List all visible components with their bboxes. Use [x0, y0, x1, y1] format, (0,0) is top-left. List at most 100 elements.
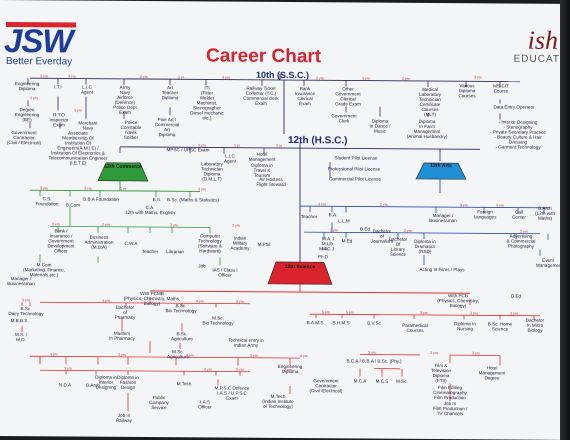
career-node-l01: Engineering Diploma	[14, 81, 40, 92]
career-node-l42: L.L.M	[338, 218, 350, 224]
duration-mark: 3 yrs	[22, 298, 30, 303]
career-node-l75: B.Sc. Bio Technology	[165, 303, 197, 314]
connector-line	[30, 189, 200, 192]
career-node-l03: L.I.C Agent	[80, 84, 93, 95]
career-node-l25: MPSC / UPSC Exam	[166, 147, 210, 153]
duration-mark: 3 yrs	[198, 143, 206, 148]
career-node-l65: Manager / Businessman	[7, 276, 35, 287]
career-node-l14: Degree Engineering (BE)	[14, 107, 40, 123]
duration-mark: 3 yrs	[510, 311, 518, 316]
career-node-l08: Bank Insurance Clerical Exam	[294, 86, 316, 107]
career-node-l94: M.Sc.	[396, 378, 408, 384]
career-node-l22: - Interior Designing - Stenography - Pri…	[490, 119, 546, 150]
career-node-l29: Diploma in Travel & Tourism	[251, 162, 273, 178]
career-node-l58: M.Ed	[341, 238, 353, 244]
career-node-l72: D.Ed	[510, 293, 522, 299]
duration-mark: 2 yrs	[284, 367, 292, 373]
duration-mark: 3 yrs	[64, 366, 72, 371]
career-node-l35: B.Com	[65, 202, 81, 208]
duration-mark: 1 yr	[234, 143, 240, 148]
career-node-l64: M.Com (Marketing, Finance, Materials etc…	[23, 262, 65, 278]
duration-mark: 2 yrs	[236, 367, 244, 372]
duration-mark: 3 yrs	[40, 74, 48, 79]
career-node-l92: M.C.A	[353, 378, 367, 384]
career-node-l89: Technical entry in Indian Army	[228, 337, 264, 348]
career-node-l109: Job in Railway	[115, 412, 133, 423]
career-node-l20: Diploma In Dance / Music	[369, 118, 391, 134]
arts-stream-label: 12th Arts	[430, 163, 452, 170]
duration-mark: 3 yrs	[232, 223, 240, 228]
duration-mark: 1 yr	[178, 75, 184, 80]
duration-mark: 5 yrs	[346, 310, 354, 315]
career-node-l97: N.D.A	[58, 382, 72, 388]
career-node-l101: M.Tech	[176, 381, 192, 387]
career-node-l71: With PCB (Physics, Chemistry, Biology)	[437, 293, 479, 309]
duration-mark: 1 yr	[120, 186, 126, 191]
career-node-l12: MS-CIT Course	[493, 83, 509, 94]
connector-line	[40, 301, 250, 305]
career-node-l95: Film & Television Diploma (FTII)	[430, 363, 452, 384]
career-node-l80: B.V.Sc	[367, 320, 381, 326]
career-node-l81: Paramedical Courses	[402, 322, 428, 333]
connector-line	[150, 290, 470, 294]
career-node-l102: I.A.S Officer	[198, 399, 212, 410]
duration-mark: 4 yrs	[186, 353, 194, 358]
career-node-l100: Diploma in Fashion Design	[117, 374, 139, 390]
duration-mark: 3 yrs	[84, 186, 92, 191]
connector-line	[50, 225, 210, 228]
career-node-l93: M.C.S	[375, 378, 389, 384]
career-node-l21: Diploma In Farm Management (Animal Husba…	[406, 118, 448, 140]
science-stream-label: 12th Science	[284, 263, 316, 271]
duration-mark: 1 yr	[276, 143, 282, 148]
career-node-l38: B.Sc. (Maths & Statistics)	[167, 197, 219, 203]
career-node-l02: I.T.I	[54, 84, 62, 90]
duration-mark: 2 yrs	[520, 229, 528, 234]
duration-mark: 2 yrs	[140, 74, 148, 80]
duration-mark: 3 yrs	[40, 186, 48, 191]
career-node-l37: B.S.	[152, 197, 162, 203]
career-node-l50: Business Administration (M.B.A)	[84, 234, 114, 250]
duration-mark: 3 yrs	[236, 299, 244, 304]
career-node-l30: Air Hostess Flight Steward	[256, 176, 286, 187]
career-node-l18: Fine Art / Commercial Art Diploma	[154, 117, 180, 138]
career-node-l24: Associate Membership Of Institution Of E…	[48, 130, 108, 166]
connector-line	[300, 205, 550, 209]
career-node-l74: Bachelor of Pharmacy	[114, 304, 136, 320]
career-node-l07: Railway Ticket Collector (T.C.) Commerci…	[243, 85, 279, 106]
career-node-l17: Police Constable Navik Soldier	[120, 119, 142, 140]
career-node-l49: Bank / Insurance / Government Developmen…	[47, 228, 75, 254]
career-node-l52: Teacher	[141, 248, 159, 255]
career-node-l78: B.A.M.S	[306, 320, 324, 326]
duration-mark: 3 yrs	[50, 352, 58, 357]
duration-mark: 2 yrs	[402, 76, 410, 81]
career-node-l86: M.S. / M.D.	[15, 332, 27, 343]
duration-mark: 3 yrs	[472, 351, 480, 356]
career-node-l11: Various Diploma Courses	[458, 83, 476, 99]
career-node-l63: Event Management	[536, 257, 562, 268]
career-node-l96: Hotel Management Degree	[478, 365, 506, 381]
career-node-l104: Government Contractor (Civil /Electrical…	[309, 378, 343, 394]
career-node-l15: R.T.O Inspector Exam	[49, 112, 69, 128]
duration-mark: 2 yrs	[52, 222, 60, 227]
duration-mark: 3 yrs	[118, 352, 126, 357]
career-node-l31: Student Pilot License	[334, 155, 378, 161]
career-node-l48: B.Arch (12th with Maths)	[535, 205, 555, 221]
career-node-l47: Call Center	[512, 209, 526, 220]
career-node-l19: Government Clerk	[331, 113, 357, 124]
career-node-l55: Indian Military Academy	[230, 235, 250, 251]
duration-mark: 3 yrs	[420, 310, 428, 315]
duration-mark: 3 yrs	[74, 108, 82, 113]
duration-mark: 4 yrs	[102, 298, 110, 303]
duration-mark: 3 yrs	[68, 74, 76, 79]
duration-mark: 3 yrs	[222, 75, 230, 80]
career-node-l103: Public Company Service	[149, 395, 169, 411]
career-node-l68: M.A.	[319, 246, 329, 252]
monitor-bezel	[560, 0, 570, 440]
career-node-l77: M.Sc. Bio Technology	[202, 315, 234, 326]
career-node-l09: Other Government Clerical Grade Exam	[335, 86, 361, 107]
career-node-l73: B.Sc. Dairy Technology	[8, 306, 44, 317]
career-node-l91: B.C.A / B.B.A / B.Sc. (Phy.)	[346, 358, 402, 364]
connector-line	[310, 313, 540, 317]
